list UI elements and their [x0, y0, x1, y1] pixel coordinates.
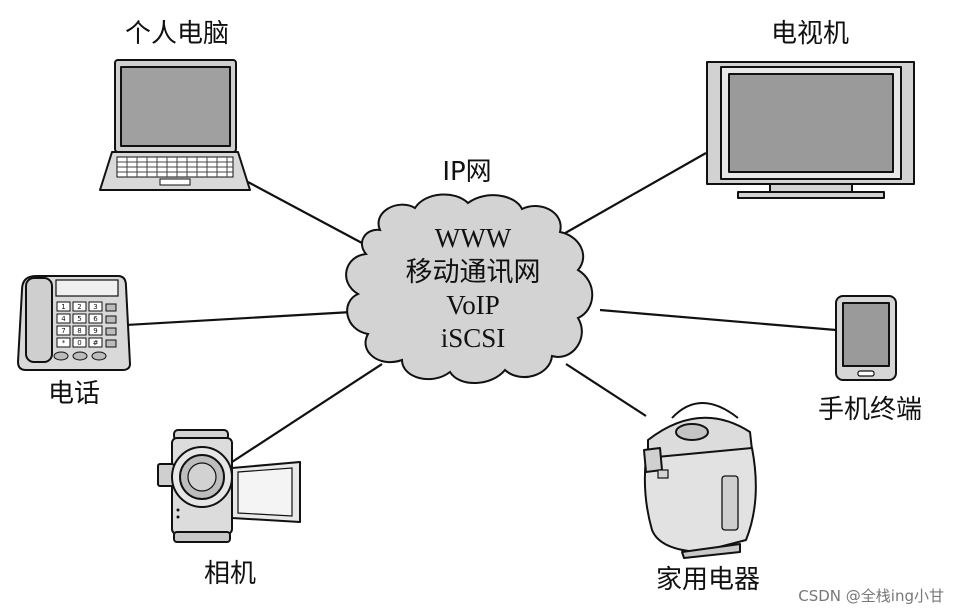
svg-text:2: 2	[77, 303, 81, 311]
svg-text:4: 4	[61, 315, 66, 323]
line-tv	[559, 152, 707, 237]
connection-lines	[125, 152, 837, 463]
label-camera: 相机	[204, 559, 256, 589]
laptop-icon	[99, 59, 251, 191]
telephone-icon: 1 2 3 4 5 6 7 8 9 * 0 #	[17, 275, 131, 371]
cloud-item-iscsi: iSCSI	[441, 323, 506, 353]
tv-icon	[706, 61, 915, 199]
svg-text:0: 0	[77, 339, 81, 347]
svg-text:9: 9	[93, 327, 97, 335]
line-camera	[231, 363, 383, 463]
svg-text:1: 1	[61, 303, 65, 311]
line-phone	[125, 310, 353, 327]
label-tv: 电视机	[771, 19, 849, 49]
cloud-icon	[345, 193, 594, 385]
kettle-icon	[643, 402, 757, 559]
tablet-icon	[835, 295, 897, 381]
line-mobile	[599, 308, 837, 332]
cloud-item-mobile-network: 移动通讯网	[406, 257, 541, 287]
label-appliance: 家用电器	[656, 565, 760, 595]
ip-network-title: IP网	[442, 157, 491, 187]
svg-text:*: *	[62, 339, 66, 347]
line-appliance	[565, 363, 647, 417]
svg-text:7: 7	[61, 327, 65, 335]
svg-text:5: 5	[77, 315, 81, 323]
label-pc: 个人电脑	[125, 19, 229, 49]
watermark: CSDN @全栈ing小甘	[798, 587, 944, 605]
label-mobile: 手机终端	[818, 395, 922, 425]
label-phone: 电话	[48, 379, 100, 409]
camcorder-icon	[157, 429, 301, 543]
svg-text:8: 8	[77, 327, 81, 335]
line-pc	[247, 181, 363, 244]
svg-text:#: #	[93, 339, 99, 347]
svg-text:6: 6	[93, 315, 98, 323]
cloud-item-voip: VoIP	[446, 290, 500, 320]
svg-text:3: 3	[93, 303, 97, 311]
cloud-item-www: WWW	[435, 223, 512, 253]
